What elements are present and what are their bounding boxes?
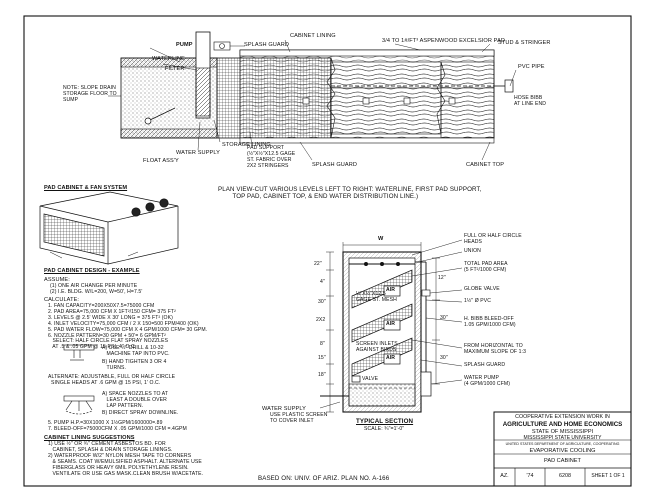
steel-mesh-label: ½"X½"X12.5 GAGE ST. MESH (356, 291, 397, 303)
dim-8: 8" (320, 341, 325, 347)
spacing-step-a: A) SPACE NOZZLES TO AT LEAST A DOUBLE OV… (102, 391, 169, 409)
storage-lining-label: STORAGE LINING (222, 142, 271, 148)
stud-stringer-label: STUD & STRINGER (498, 40, 551, 46)
calculate-heading: CALCULATE: (44, 297, 80, 303)
screen-inlets-label: SCREEN INLETS AGAINST BIRDS (356, 341, 398, 353)
dim-30b: 30" (440, 315, 448, 321)
union-label: UNION (464, 248, 481, 254)
state-line: STATE OF MISSISSIPPI (531, 429, 594, 435)
waterline-label: WATERLINE (152, 56, 185, 62)
lining-suggestions: 1) USE ½" OR ¾" CEMENT ASBESTOS BD. FOR … (48, 441, 204, 477)
usda-line: UNITED STATES DEPARTMENT OF AGRICULTURE,… (505, 442, 620, 446)
dim-18: 18" (318, 372, 326, 378)
water-supply-label: WATER SUPPLY (176, 150, 220, 156)
nozzle-step-a: A) USE ½" DRILL & 10-32 MACHINE TAP INTO… (102, 345, 170, 357)
section-splash-guard: SPLASH GUARD (464, 362, 506, 368)
section-water-supply: WATER SUPPLY (262, 406, 306, 412)
fan-system-drawing (39, 191, 179, 265)
nozzle-step-b: B) HAND TIGHTEN 3 OR 4 TURNS. (102, 359, 167, 371)
drawing-year: '74 (526, 473, 534, 479)
cabinet-lining-label: CABINET LINING (290, 33, 336, 39)
coop-line-2: AGRICULTURE AND HOME ECONOMICS (502, 421, 623, 428)
spacing-step-b: B) DIRECT SPRAY DOWNLINE. (102, 410, 179, 416)
splash-guard-bottom-label: SPLASH GUARD (312, 162, 358, 168)
drawing-title-2: PAD CABINET (544, 458, 581, 464)
alternate-note: ALTERNATE: ADJUSTABLE, FULL OR HALF CIRC… (48, 374, 176, 386)
sheet-number: SHEET 1 OF 1 (591, 473, 625, 479)
lining-suggestions-title: CABINET LINING SUGGESTIONS (44, 435, 135, 441)
dim-15: 15" (318, 355, 326, 361)
slope-range-label: FROM HORIZONTAL TO MAXIMUM SLOPE OF 1:3 (464, 343, 527, 355)
dim-4: 4" (320, 279, 325, 285)
dim-30c: 30" (440, 355, 448, 361)
drawing-title-1: EVAPORATIVE COOLING (529, 448, 596, 454)
float-assembly-label: FLOAT ASS'Y (143, 158, 179, 164)
cabinet-top-label: CABINET TOP (466, 162, 505, 168)
dim-30a: 30" (318, 299, 326, 305)
pad-spec-label: 3/4 TO 1#/FT³ ASPENWOOD EXCELSIOR PAD (382, 38, 506, 44)
dim-22: 22" (314, 261, 322, 267)
air-label-2: AIR (386, 321, 396, 327)
dim-2x2: 2X2 (316, 317, 326, 323)
pump-label: PUMP (176, 42, 193, 48)
sheet-border (23, 15, 632, 487)
dim-width: W (378, 236, 384, 242)
footer-source-note: BASED ON: UNIV. OF ARIZ. PLAN NO. A-166 (258, 475, 390, 482)
drawing-number: 6208 (559, 473, 571, 479)
hose-bibb-label: HOSE BIBB AT LINE END (514, 95, 547, 107)
typical-section-drawing (319, 239, 463, 413)
pad-support-label: PAD SUPPORT (½"X½"X12.5 GAGE ST. FABRIC … (247, 145, 296, 169)
section-scale: SCALE: ¾"=1'-0" (364, 426, 405, 432)
calculation-lines: 1. FAN CAPACITY=200X50X7.5=75000 CFM 2. … (48, 303, 208, 351)
pvc-size-label: 1½" Ø PVC (464, 298, 492, 304)
globe-valve-label: GLOBE VALVE (464, 286, 500, 292)
title-block-frame (493, 411, 632, 487)
nozzle-sketches (63, 344, 95, 415)
bleed-off-label: H. BIBB BLEED-OFF 1.05 GPM/1000 CFM) (464, 316, 516, 328)
assume-lines: (1) ONE AIR CHANGE PER MINUTE (2) I.E. B… (50, 283, 143, 295)
total-pad-area-label: TOTAL PAD AREA (5 FT²/1000 CFM) (464, 261, 508, 273)
pvc-pipe-label: PVC PIPE (518, 64, 545, 70)
plan-view-drawing (108, 31, 517, 161)
air-label-3: AIR (386, 355, 396, 361)
slope-drain-note: NOTE: SLOPE DRAIN STORAGE FLOOR TO SUMP (63, 85, 117, 103)
splash-guard-top-label: SPLASH GUARD (244, 42, 290, 48)
fan-system-title: PAD CABINET & FAN SYSTEM (44, 185, 128, 191)
region-code: AZ. (500, 473, 509, 479)
valve-label: VALVE (362, 376, 379, 382)
full-half-heads-label: FULL OR HALF CIRCLE HEADS (464, 233, 522, 245)
university-line: MISSISSIPPI STATE UNIVERSITY (523, 435, 602, 441)
design-example-title: PAD CABINET DESIGN - EXAMPLE (44, 268, 140, 274)
title-block: COOPERATIVE EXTENSION WORK IN AGRICULTUR… (494, 413, 631, 487)
dim-12: 12" (438, 275, 446, 281)
air-label-1: AIR (386, 287, 396, 293)
plastic-screen-note: USE PLASTIC SCREEN TO COVER INLET (270, 412, 328, 424)
pump-bleed-lines: 5. PUMP H.P.=30X1000 X 1½GPM/1600000=.89… (48, 420, 187, 432)
filter-label: FILTER (165, 66, 185, 72)
coop-line-1: COOPERATIVE EXTENSION WORK IN (515, 414, 610, 420)
water-pump-label: WATER PUMP (4 GPM/1000 CFM) (464, 375, 511, 387)
assume-heading: ASSUME: (44, 277, 70, 283)
typical-section-title: TYPICAL SECTION (356, 418, 414, 425)
plan-view-caption: PLAN VIEW-CUT VARIOUS LEVELS LEFT TO RIG… (218, 186, 482, 200)
